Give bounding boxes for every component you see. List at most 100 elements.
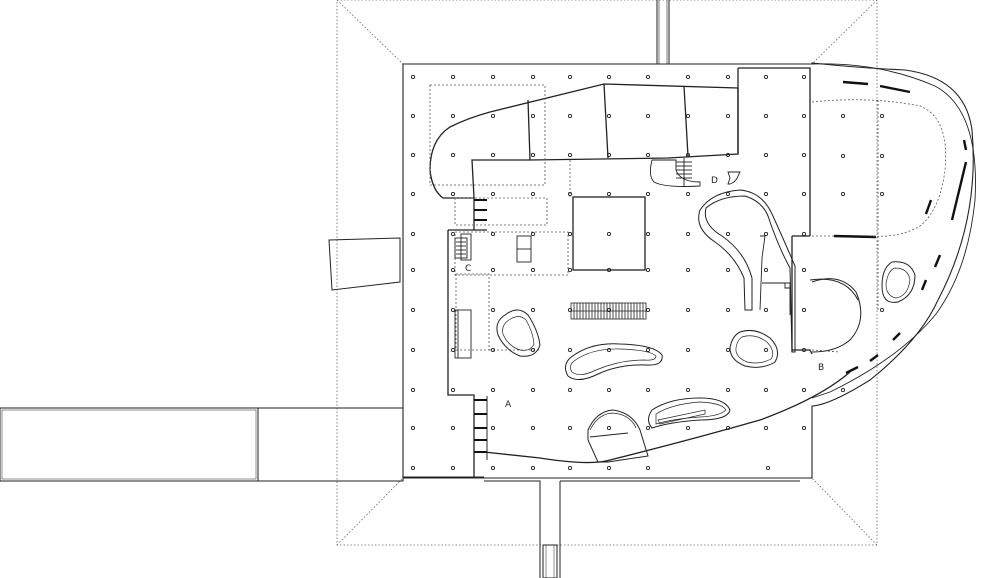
column-dot [685,425,691,431]
column-dot [490,74,496,80]
column-dot [490,113,496,119]
furniture-blobs [496,309,779,463]
column-dot [879,307,885,313]
column-dot [606,465,612,471]
column-dot [567,465,573,471]
column-dot [725,74,731,80]
column-dot [490,425,496,431]
column-dot [567,347,573,353]
column-dot [645,191,651,197]
column-dot [530,152,536,158]
column-dot [410,307,416,313]
east-core-blob [698,189,796,353]
west-built-ins [454,309,472,359]
column-dot [685,152,691,158]
column-dot [645,425,651,431]
column-dot [490,347,496,353]
column-dot [410,347,416,353]
column-dot [606,307,612,313]
curved-partitions [809,261,916,353]
interior-walls [429,67,851,478]
east-terrace-edge [811,63,976,399]
column-dot [685,231,691,237]
column-dot [530,425,536,431]
column-dot [725,347,731,353]
column-dot [530,231,536,237]
column-dot [685,191,691,197]
southwest-wing [0,407,484,482]
column-dot [450,231,456,237]
column-dot [490,387,496,393]
column-dot [685,74,691,80]
column-dot [645,347,651,353]
column-dot [606,387,612,393]
column-dot [530,267,536,273]
column-dot [879,153,885,159]
column-dot [490,231,496,237]
column-dot [450,74,456,80]
column-dot [840,113,846,119]
column-dot [567,387,573,393]
main-slab-outline [402,62,974,479]
north-chimney [656,0,670,64]
column-dot [725,425,731,431]
column-dot [801,231,807,237]
column-dot [763,74,769,80]
column-dot [450,465,456,471]
column-dot [410,465,416,471]
column-dot [645,113,651,119]
room-label-a: A [505,400,512,410]
column-dot [763,425,769,431]
column-dot [763,267,769,273]
column-dot [725,113,731,119]
column-dot [685,347,691,353]
east-core-inner [759,235,766,311]
column-dot [606,425,612,431]
shelf-dividers [573,303,644,319]
east-glazing [833,80,968,375]
column-dot [410,267,416,273]
column-dot [530,74,536,80]
column-dot [763,387,769,393]
column-dot [450,267,456,273]
column-dot [801,347,807,353]
column-dot [450,152,456,158]
column-dot [530,307,536,313]
column-dot [645,267,651,273]
column-dot [410,113,416,119]
room-label-d: D [711,176,718,186]
room-label-b: B [818,363,824,373]
column-dot [490,307,496,313]
column-dot [567,267,573,273]
central-shelf [570,302,647,320]
column-dot [530,347,536,353]
column-dot [685,267,691,273]
structural-column-grid [410,74,885,471]
column-dot [450,113,456,119]
column-dot [763,231,769,237]
column-dot [567,231,573,237]
column-dot [606,267,612,273]
column-dot [763,191,769,197]
column-dot [606,152,612,158]
west-window-mullions [474,199,488,460]
column-dot [606,113,612,119]
column-dot [530,465,536,471]
column-dot [801,191,807,197]
column-dot [725,191,731,197]
column-dot [530,113,536,119]
column-dot [645,307,651,313]
column-dot [567,191,573,197]
roof-outline [336,0,878,546]
column-dot [765,465,771,471]
column-dot [840,153,846,159]
column-dot [490,267,496,273]
column-dot [801,74,807,80]
south-corridor [484,480,800,578]
column-dot [645,231,651,237]
column-dot [530,387,536,393]
column-dot [840,191,846,197]
column-dot [725,387,731,393]
column-dot [450,425,456,431]
column-dot [801,387,807,393]
